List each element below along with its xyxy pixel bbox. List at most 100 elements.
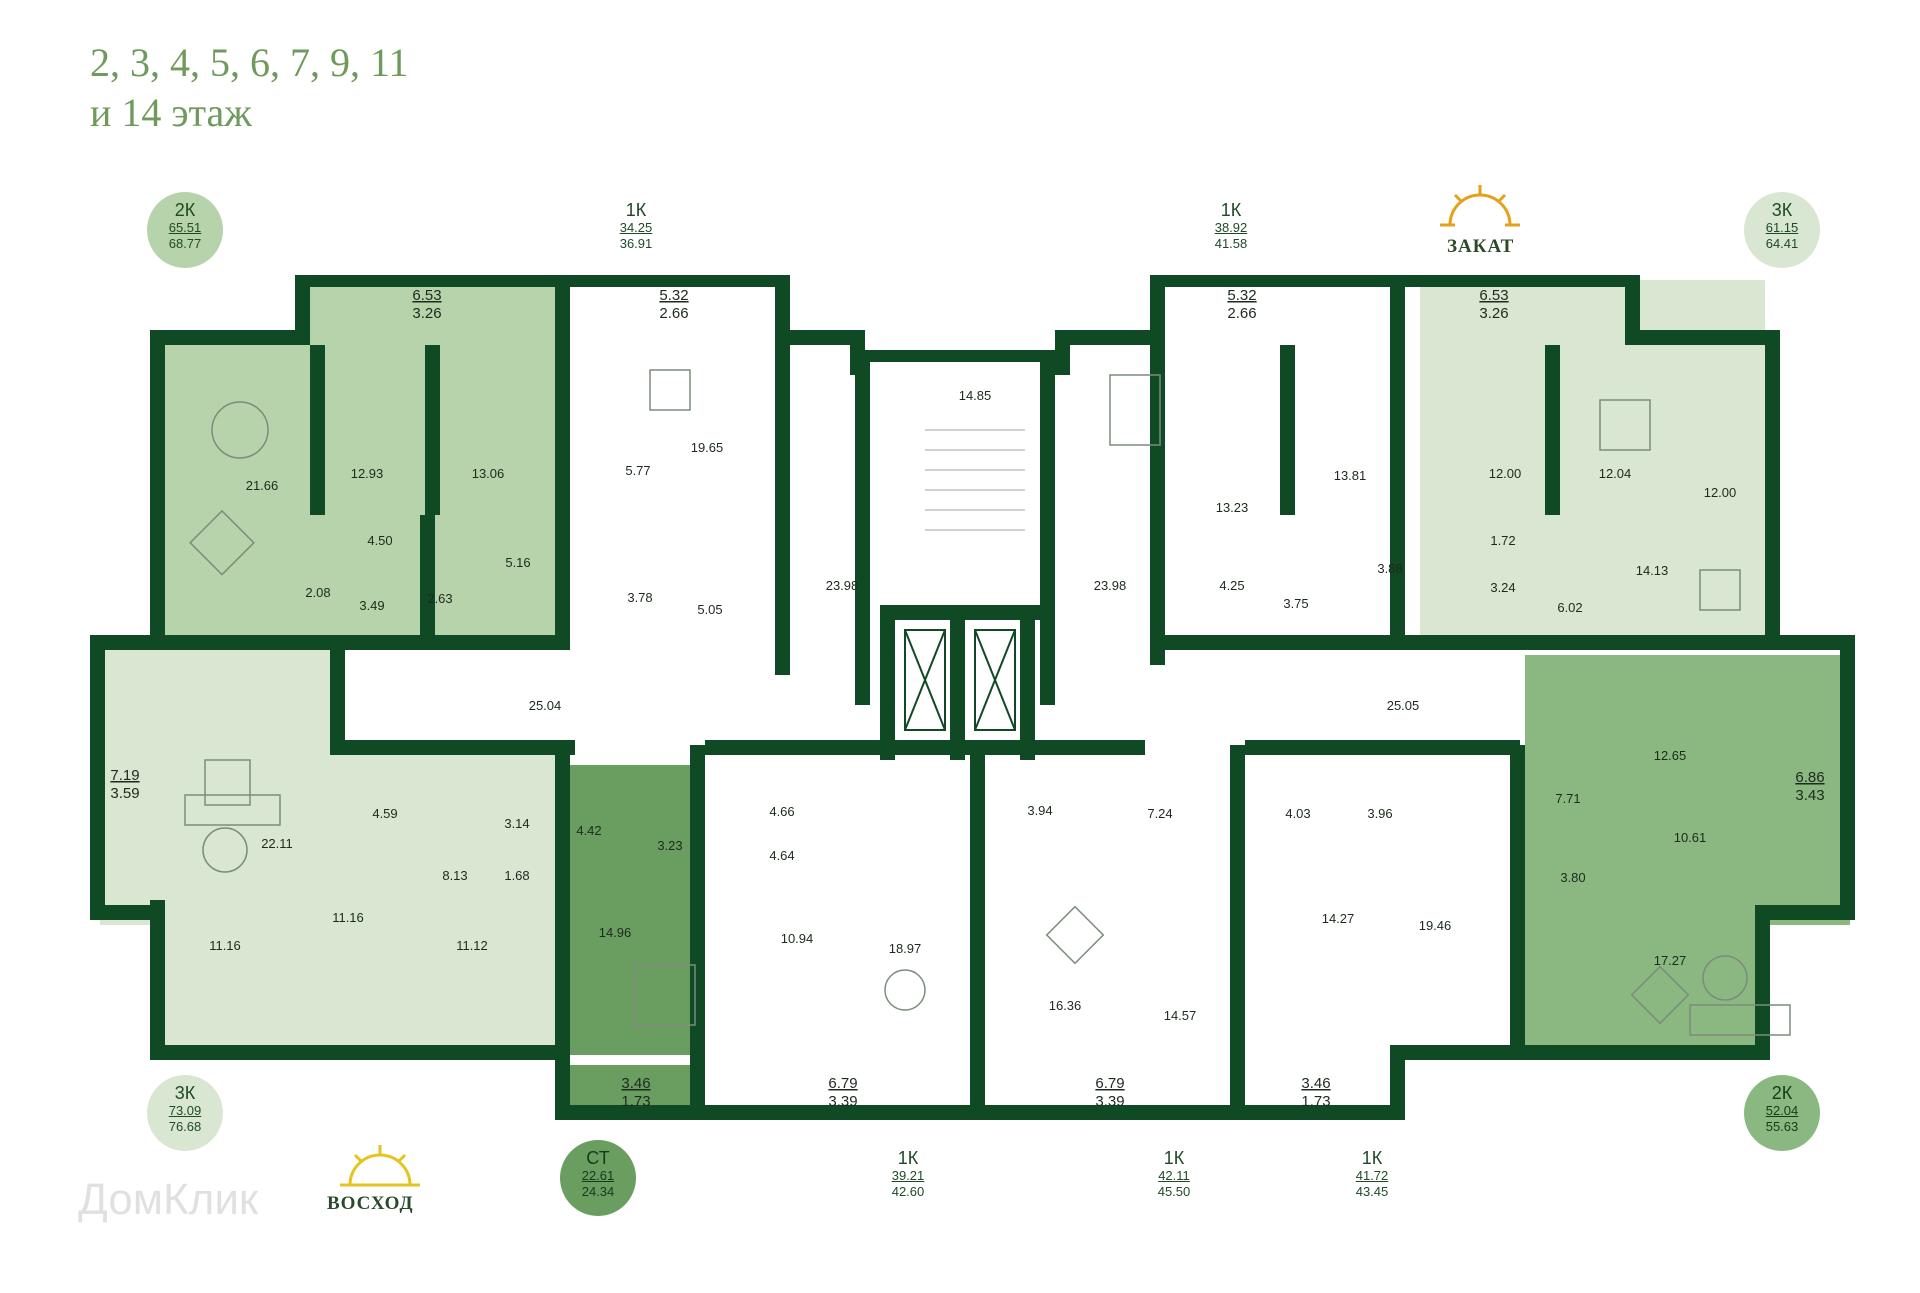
balcony-area-reduced: 3.39	[828, 1093, 857, 1110]
apartment-2k-right-bottom[interactable]	[1525, 655, 1770, 1050]
apartment-type: СТ	[586, 1148, 610, 1168]
area-label: 2.63	[427, 591, 452, 606]
apartment-badge[interactable]: СТ 22.61 24.34	[560, 1140, 636, 1216]
area-label: 8.13	[442, 868, 467, 883]
area-label: 11.16	[209, 938, 241, 953]
area-label: 6.02	[1557, 600, 1582, 615]
area-label: 17.27	[1654, 953, 1687, 968]
apartment-2k-left-top[interactable]	[165, 345, 560, 640]
balcony-area-total: 6.86	[1795, 769, 1824, 786]
sunset-sun-icon	[1440, 185, 1520, 227]
area-label: 14.13	[1636, 563, 1669, 578]
area-label: 12.00	[1489, 466, 1522, 481]
apartment-type: 3К	[1771, 200, 1793, 220]
area-label: 13.81	[1334, 468, 1367, 483]
balcony-areas: 6.53 3.26 5.32 2.66 5.32 2.66 6.53 3.26 …	[110, 287, 1824, 1110]
area-label: 11.16	[332, 910, 364, 925]
area-label: 4.50	[367, 533, 392, 548]
area-label: 7.71	[1555, 791, 1580, 806]
area-label: 3.75	[1283, 596, 1308, 611]
balcony-area-total: 3.46	[621, 1075, 650, 1092]
area-label: 1.72	[1490, 533, 1515, 548]
floor-title-line-2: и 14 этаж	[90, 90, 252, 135]
area-label: 13.23	[1216, 500, 1249, 515]
balcony-area-reduced: 3.26	[1479, 305, 1508, 322]
apartment-type: 1К	[1361, 1148, 1383, 1168]
apartment-type: 2К	[174, 200, 196, 220]
balcony-area-total: 6.53	[412, 287, 441, 304]
area-label: 12.00	[1704, 485, 1737, 500]
balcony-area-reduced: 3.59	[110, 785, 139, 802]
apartment-badge[interactable]: 3К 61.15 64.41	[1744, 192, 1820, 268]
apartment-living-area: 39.21	[891, 1168, 925, 1183]
apartment-living-area: 41.72	[1355, 1168, 1389, 1183]
balcony-area-total: 6.53	[1479, 287, 1508, 304]
area-label: 18.97	[889, 941, 922, 956]
sunrise-label: ВОСХОД	[327, 1193, 414, 1214]
area-label: 5.05	[697, 602, 722, 617]
apartment-3k-left-bottom[interactable]	[160, 740, 570, 1050]
apartment-badge[interactable]: 2К 65.51 68.77	[147, 192, 223, 268]
apartment-total-area: 55.63	[1765, 1119, 1799, 1134]
area-label: 3.14	[504, 816, 529, 831]
apartment-badge[interactable]: 1К 34.25 36.91	[598, 192, 674, 268]
area-label: 3.96	[1367, 806, 1392, 821]
area-label: 4.59	[372, 806, 397, 821]
area-label: 3.78	[627, 590, 652, 605]
apartment-total-area: 36.91	[619, 236, 653, 251]
apartment-total-area: 76.68	[168, 1119, 202, 1134]
area-label: 10.94	[781, 931, 814, 946]
area-label: 4.66	[769, 804, 794, 819]
apartment-living-area: 42.11	[1158, 1168, 1190, 1183]
area-label: 1.68	[504, 868, 529, 883]
walls	[90, 275, 1855, 1120]
area-label: 3.49	[359, 598, 384, 613]
area-label: 3.23	[657, 838, 682, 853]
apartment-living-area: 61.15	[1765, 220, 1799, 235]
area-label: 3.24	[1490, 580, 1515, 595]
area-label: 10.61	[1674, 830, 1707, 845]
balcony-area-reduced: 2.66	[1227, 305, 1256, 322]
area-label: 12.93	[351, 466, 384, 481]
balcony-area-total: 6.79	[1095, 1075, 1124, 1092]
apartment-studio[interactable]	[570, 765, 705, 1055]
area-label: 2.08	[305, 585, 330, 600]
apartment-2k-left-top-balcony	[300, 280, 560, 350]
apartment-type: 2К	[1771, 1083, 1793, 1103]
area-label: 14.57	[1164, 1008, 1197, 1023]
apartment-living-area: 38.92	[1214, 220, 1248, 235]
apartment-badge[interactable]: 1К 41.72 43.45	[1334, 1140, 1410, 1216]
apartment-type: 3К	[174, 1083, 196, 1103]
area-label: 12.65	[1654, 748, 1687, 763]
area-label: 4.25	[1219, 578, 1244, 593]
balcony-area-total: 3.46	[1301, 1075, 1330, 1092]
area-label: 13.06	[472, 466, 505, 481]
elevators	[904, 629, 1016, 731]
area-label: 4.03	[1285, 806, 1310, 821]
apartment-badge[interactable]: 3К 73.09 76.68	[147, 1075, 223, 1151]
sunset-label: ЗАКАТ	[1447, 236, 1515, 257]
area-label: 22.11	[261, 836, 293, 851]
apartment-living-area: 65.51	[168, 220, 202, 235]
apartment-badge[interactable]: 1К 39.21 42.60	[870, 1140, 946, 1216]
area-label: 11.12	[456, 938, 488, 953]
balcony-area-reduced: 3.43	[1795, 787, 1824, 804]
apartment-badge[interactable]: 2К 52.04 55.63	[1744, 1075, 1820, 1151]
apartment-badge[interactable]: 1К 42.11 45.50	[1136, 1140, 1212, 1216]
area-label: 23.98	[1094, 578, 1127, 593]
staircase	[925, 429, 1025, 531]
area-label: 21.66	[246, 478, 279, 493]
area-label: 16.36	[1049, 998, 1082, 1013]
balcony-area-reduced: 1.73	[621, 1093, 650, 1110]
apartment-type: 1К	[625, 200, 647, 220]
area-label: 4.42	[576, 823, 601, 838]
apartment-total-area: 41.58	[1214, 236, 1248, 251]
floor-title: 2, 3, 4, 5, 6, 7, 9, 11 и 14 этаж	[90, 38, 409, 138]
apartment-badge[interactable]: 1К 38.92 41.58	[1193, 192, 1269, 268]
area-label: 23.98	[826, 578, 859, 593]
balcony-area-reduced: 3.39	[1095, 1093, 1124, 1110]
area-label: 25.05	[1387, 698, 1420, 713]
area-label: 7.24	[1147, 806, 1172, 821]
apartment-type: 1К	[1220, 200, 1242, 220]
